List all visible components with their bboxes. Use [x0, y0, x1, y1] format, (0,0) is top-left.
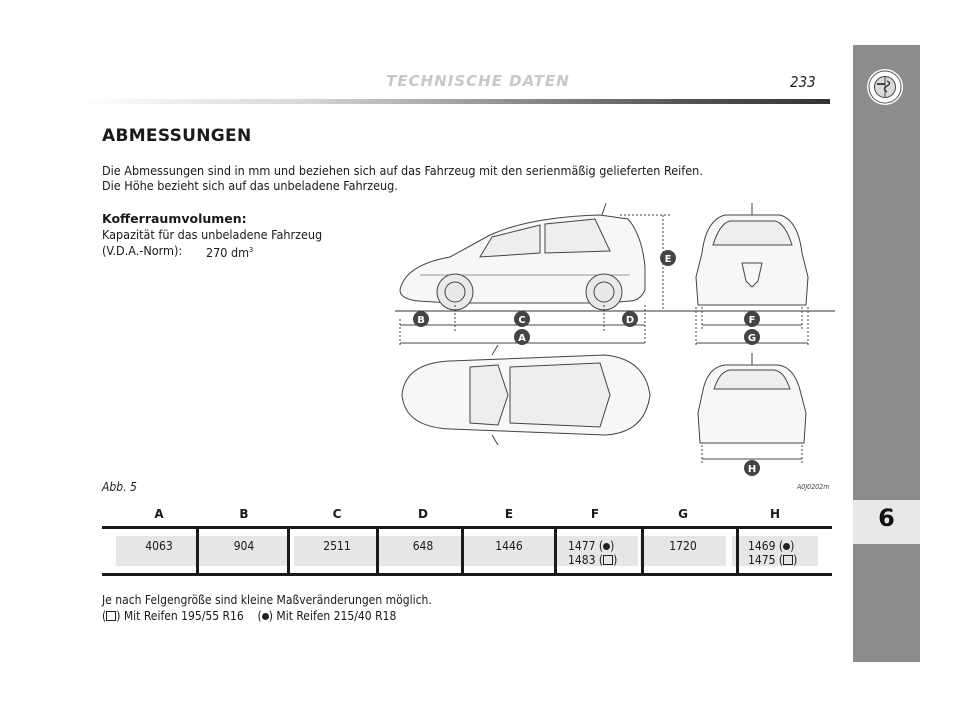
square-symbol-icon: [603, 555, 614, 565]
column-header-D: D: [418, 507, 428, 521]
running-header-title: TECHNISCHE DATEN: [386, 72, 570, 90]
chapter-side-tab: [853, 45, 920, 662]
header-rule: [80, 99, 830, 104]
table-bottom-rule: [102, 573, 832, 576]
chapter-number-box: [853, 500, 920, 544]
column-separator: [376, 528, 379, 575]
trunk-norm-label: (V.D.A.-Norm):: [102, 243, 183, 258]
footnote-line-1: Je nach Felgengröße sind kleine Maßverän…: [102, 593, 432, 607]
trunk-line-1: Kapazität für das unbeladene Fahrzeug: [102, 227, 323, 242]
column-header-G: G: [678, 507, 688, 521]
marker-H: H: [748, 464, 756, 475]
column-separator: [196, 528, 199, 575]
intro-line-2: Die Höhe bezieht sich auf das unbeladene…: [102, 178, 398, 193]
figure-caption: Abb. 5: [102, 480, 137, 494]
square-symbol-icon: [783, 555, 794, 565]
column-header-C: C: [332, 507, 342, 521]
marker-A: A: [518, 333, 526, 344]
value-cell-G: 1720: [640, 536, 726, 566]
footnote-line-2: () Mit Reifen 195/55 R16 () Mit Reifen 2…: [102, 609, 397, 623]
column-separator: [287, 528, 290, 575]
trunk-heading: Kofferraumvolumen:: [102, 211, 247, 226]
chapter-number: 6: [878, 504, 895, 532]
value-cell-B: 904: [201, 536, 287, 566]
column-header-B: B: [239, 507, 249, 521]
section-title: ABMESSUNGEN: [102, 126, 252, 146]
marker-C: C: [518, 315, 525, 326]
column-separator: [461, 528, 464, 575]
marker-D: D: [626, 315, 634, 326]
dimension-markers: B C D A E F G H: [413, 250, 760, 476]
value-cell-F: 1477 ()1483 (): [552, 536, 638, 567]
marker-F: F: [749, 315, 756, 326]
vehicle-dimension-drawing: B C D A E F G H: [395, 202, 835, 476]
dot-symbol-icon: [261, 613, 269, 620]
marker-G: G: [748, 333, 756, 344]
figure-code: A0J0202m: [797, 483, 830, 491]
dot-symbol-icon: [603, 543, 611, 550]
column-separator: [736, 528, 739, 575]
value-cell-E: 1446: [466, 536, 552, 566]
column-header-E: E: [504, 507, 514, 521]
marker-B: B: [417, 315, 425, 326]
brand-logo-icon: [867, 69, 903, 105]
column-header-H: H: [769, 507, 781, 521]
column-header-A: A: [154, 507, 164, 521]
dot-symbol-icon: [783, 543, 791, 550]
column-separator: [641, 528, 644, 575]
trunk-volume-value: 270 dm3: [206, 245, 254, 261]
value-cell-C: 2511: [294, 536, 380, 566]
value-cell-A: 4063: [116, 536, 202, 566]
value-cell-D: 648: [380, 536, 466, 566]
marker-E: E: [665, 254, 672, 265]
square-symbol-icon: [106, 611, 117, 621]
column-header-F: F: [590, 507, 600, 521]
page-number: 233: [790, 73, 816, 91]
value-cell-H: 1469 ()1475 (): [732, 536, 818, 567]
column-separator: [554, 528, 557, 575]
table-top-rule: [102, 526, 832, 529]
intro-line-1: Die Abmessungen sind in mm und beziehen …: [102, 163, 703, 178]
